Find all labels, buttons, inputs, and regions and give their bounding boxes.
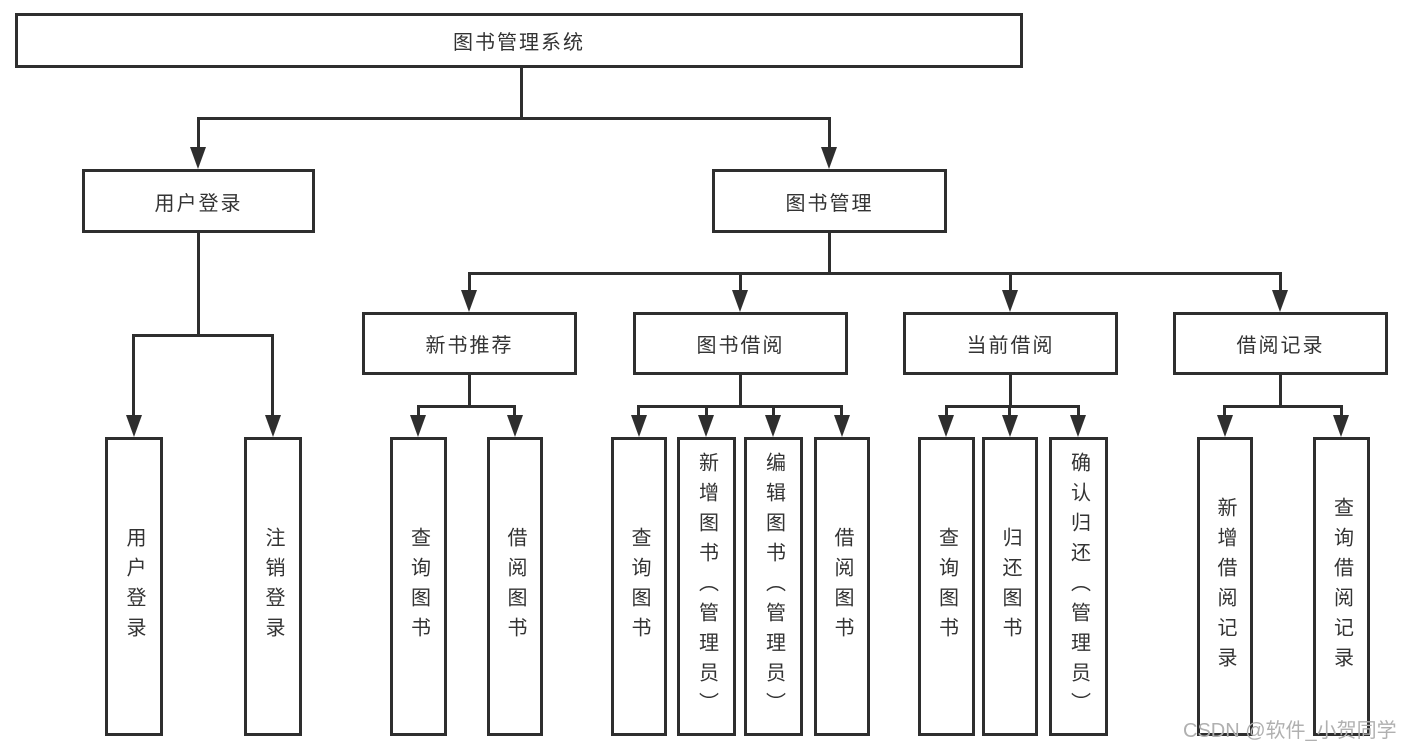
connector-bookmgmt-stem [828, 233, 831, 274]
node-book-borrow-label: 图书借阅 [696, 335, 785, 357]
node-current-borrow: 当前借阅 [903, 312, 1118, 375]
node-book-management: 图书管理 [712, 169, 947, 233]
connector-newbook-stem [468, 375, 471, 407]
node-user-login: 用户登录 [82, 169, 315, 233]
leaf-user-login: 用户登录 [105, 437, 163, 736]
arrowhead-leaf-login [126, 415, 142, 437]
arrowhead-currentborrow [1002, 290, 1018, 312]
leaf-current-confirm-return-admin-label: 确认归还（管理员） [1067, 451, 1090, 722]
connector-to-bb-edit [772, 405, 775, 417]
arrowhead-bookmgmt [821, 147, 837, 169]
node-root-label: 图书管理系统 [453, 32, 585, 54]
leaf-newbook-borrow-book: 借阅图书 [487, 437, 543, 736]
leaf-record-add-record: 新增借阅记录 [1197, 437, 1253, 736]
leaf-current-query-book: 查询图书 [918, 437, 975, 736]
connector-bookborrow-stem [739, 375, 742, 407]
leaf-newbook-borrow-book-label: 借阅图书 [504, 526, 526, 647]
leaf-record-query-record: 查询借阅记录 [1313, 437, 1370, 736]
connector-to-bb-add [705, 405, 708, 417]
leaf-borrow-query-book-label: 查询图书 [628, 526, 650, 647]
leaf-user-login-label: 用户登录 [123, 526, 145, 647]
arrowhead-nb-query [410, 415, 426, 437]
node-current-borrow-label: 当前借阅 [966, 335, 1055, 357]
leaf-current-return-book: 归还图书 [982, 437, 1038, 736]
connector-to-bb-query [637, 405, 640, 417]
connector-to-currentborrow [1009, 272, 1012, 292]
node-book-borrow: 图书借阅 [633, 312, 848, 375]
connector-root-bus [197, 117, 831, 120]
connector-to-cb-query [945, 405, 948, 417]
leaf-borrow-borrow-book: 借阅图书 [814, 437, 870, 736]
connector-borrowrecord-bus [1223, 405, 1342, 408]
leaf-logout: 注销登录 [244, 437, 302, 736]
arrowhead-cb-query [938, 415, 954, 437]
connector-bookmgmt-bus [468, 272, 1281, 275]
leaf-current-confirm-return-admin: 确认归还（管理员） [1049, 437, 1108, 736]
connector-currentborrow-bus [945, 405, 1079, 408]
connector-to-nb-query [417, 405, 420, 417]
node-root: 图书管理系统 [15, 13, 1023, 68]
connector-to-cb-confirm [1077, 405, 1080, 417]
connector-to-nb-borrow [513, 405, 516, 417]
leaf-current-return-book-label: 归还图书 [999, 526, 1021, 647]
arrowhead-bb-borrow [834, 415, 850, 437]
arrowhead-br-query [1333, 415, 1349, 437]
connector-to-leaf-login [132, 334, 135, 415]
arrowhead-userlogin [190, 147, 206, 169]
leaf-newbook-query-book: 查询图书 [390, 437, 447, 736]
arrowhead-bb-edit [765, 415, 781, 437]
arrowhead-leaf-logout [265, 415, 281, 437]
connector-borrowrecord-stem [1279, 375, 1282, 407]
connector-to-cb-return [1008, 405, 1011, 417]
leaf-borrow-edit-book-admin: 编辑图书（管理员） [744, 437, 803, 736]
connector-currentborrow-stem [1009, 375, 1012, 407]
connector-root-stem [520, 68, 523, 118]
node-borrow-record: 借阅记录 [1173, 312, 1388, 375]
connector-root-to-userlogin [197, 117, 200, 149]
node-new-book-recommend-label: 新书推荐 [425, 335, 514, 357]
node-borrow-record-label: 借阅记录 [1236, 335, 1325, 357]
leaf-borrow-query-book: 查询图书 [611, 437, 667, 736]
leaf-newbook-query-book-label: 查询图书 [407, 526, 430, 647]
arrowhead-br-add [1217, 415, 1233, 437]
connector-to-bookborrow [739, 272, 742, 292]
arrowhead-cb-return [1002, 415, 1018, 437]
arrowhead-borrowrecord [1272, 290, 1288, 312]
node-book-management-label: 图书管理 [785, 192, 874, 215]
leaf-borrow-edit-book-admin-label: 编辑图书（管理员） [762, 451, 785, 722]
connector-to-br-add [1223, 405, 1226, 417]
arrowhead-newbook [461, 290, 477, 312]
connector-root-to-bookmgmt [828, 117, 831, 149]
connector-newbook-bus [417, 405, 516, 408]
connector-to-borrowrecord [1279, 272, 1282, 292]
arrowhead-bb-query [631, 415, 647, 437]
connector-to-bb-borrow [840, 405, 843, 417]
connector-userlogin-bus [132, 334, 274, 337]
leaf-borrow-borrow-book-label: 借阅图书 [831, 526, 853, 647]
connector-to-newbook [468, 272, 471, 292]
connector-to-br-query [1340, 405, 1343, 417]
node-user-login-label: 用户登录 [154, 192, 243, 215]
arrowhead-bb-add [698, 415, 714, 437]
arrowhead-nb-borrow [507, 415, 523, 437]
leaf-borrow-add-book-admin: 新增图书（管理员） [677, 437, 736, 736]
leaf-current-query-book-label: 查询图书 [935, 526, 958, 647]
connector-to-leaf-logout [271, 334, 274, 415]
leaf-record-add-record-label: 新增借阅记录 [1214, 496, 1236, 677]
connector-userlogin-stem [197, 233, 200, 335]
leaf-borrow-add-book-admin-label: 新增图书（管理员） [695, 451, 718, 722]
watermark-text: CSDN @软件_小贺同学 [1183, 720, 1397, 742]
leaf-logout-label: 注销登录 [262, 526, 284, 647]
connector-bookborrow-bus [637, 405, 843, 408]
arrowhead-cb-confirm [1070, 415, 1086, 437]
leaf-record-query-record-label: 查询借阅记录 [1330, 496, 1353, 677]
node-new-book-recommend: 新书推荐 [362, 312, 577, 375]
arrowhead-bookborrow [732, 290, 748, 312]
